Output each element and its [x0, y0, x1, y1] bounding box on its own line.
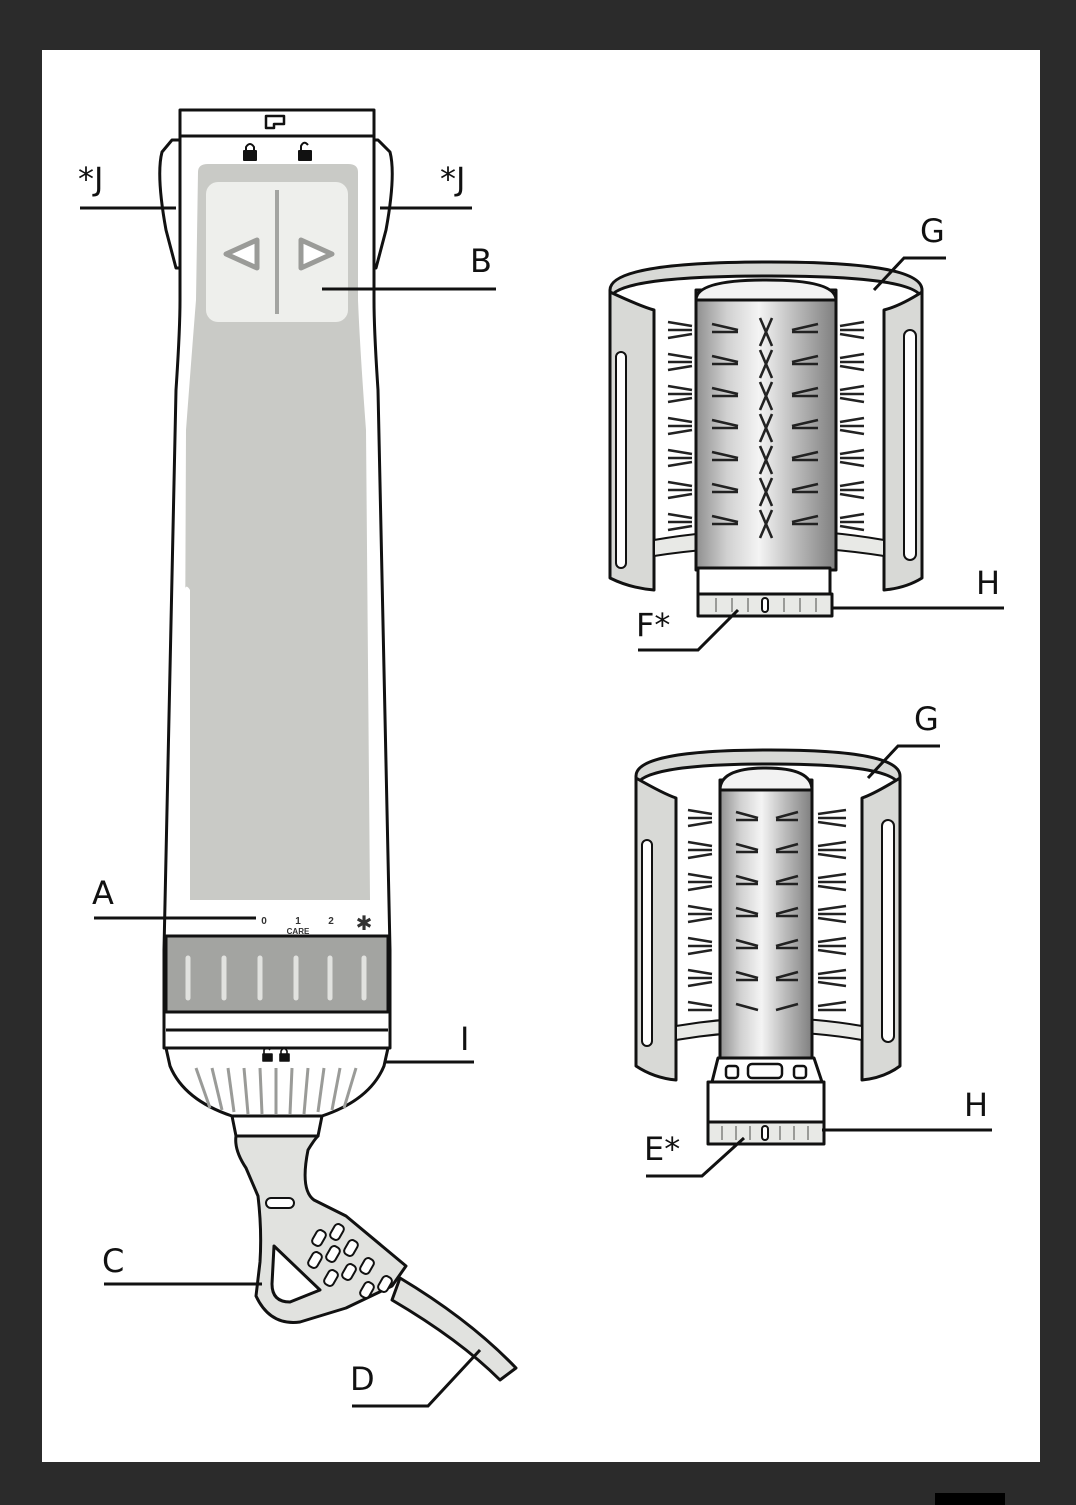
- dial-position-0: 0: [261, 916, 267, 927]
- side-grip-left: [182, 586, 190, 900]
- callout-j-right: *J: [440, 160, 466, 198]
- base-unlock-icon: [262, 1047, 273, 1062]
- leader-e: [646, 1136, 746, 1178]
- brush-attachment-small: [634, 748, 902, 1146]
- callout-h-bottom: H: [964, 1086, 989, 1124]
- leader-f: [638, 608, 740, 652]
- instruction-sheet: 0 1 CARE 2 ✱ *J *J B A I C D G H F* G H …: [42, 50, 1040, 1462]
- leader-d: [352, 1348, 482, 1408]
- unlock-icon: [298, 141, 312, 161]
- callout-g-bottom: G: [914, 700, 939, 738]
- bristle-rows: [667, 317, 865, 539]
- rotate-left-button[interactable]: [223, 237, 260, 271]
- dial-position-1: 1: [295, 916, 301, 927]
- lock-icon: [243, 143, 257, 161]
- hang-loop: [270, 1244, 322, 1304]
- dial-grip-ribs: [185, 955, 367, 1001]
- callout-j-left: *J: [78, 160, 104, 198]
- handle-front-panel: [184, 164, 370, 900]
- callout-c: C: [102, 1242, 125, 1280]
- power-cord: [390, 1276, 518, 1382]
- callout-f: F*: [636, 606, 671, 644]
- rotate-right-button[interactable]: [298, 237, 335, 271]
- barrel-collar: [696, 566, 832, 596]
- bristle-rows-small: [687, 808, 847, 1012]
- product-diagram: 0 1 CARE 2 ✱: [80, 108, 1004, 1408]
- callout-a: A: [92, 874, 114, 912]
- swivel-slot: [265, 1197, 295, 1209]
- leader-g-bottom: [866, 744, 940, 780]
- handle-neck: [230, 1114, 324, 1138]
- callout-i: I: [460, 1020, 470, 1058]
- base-lock-icon: [279, 1047, 290, 1062]
- dial-cool-symbol: ✱: [356, 911, 373, 935]
- leader-lines: [80, 206, 1004, 1408]
- callout-e: E*: [644, 1130, 681, 1168]
- dial-care-label: CARE: [287, 927, 310, 936]
- callout-h-top: H: [976, 564, 1001, 602]
- release-button-left[interactable]: [158, 138, 182, 270]
- brush-barrel-small: [718, 778, 814, 1060]
- brush-attachment-large: [608, 260, 924, 618]
- dial-position-2: 2: [328, 916, 334, 927]
- hair-styler-handle: [158, 108, 518, 1382]
- temperature-dial[interactable]: [164, 934, 390, 1014]
- lock-ring-ribs: [194, 1067, 358, 1115]
- connector-key-symbol: [264, 114, 286, 130]
- callout-d: D: [350, 1360, 375, 1398]
- strain-relief-ribs: [307, 1223, 393, 1299]
- leader-g-top: [872, 256, 946, 292]
- callout-g-top: G: [920, 212, 945, 250]
- corner-tab: [935, 1493, 1005, 1505]
- callout-b: B: [470, 242, 492, 280]
